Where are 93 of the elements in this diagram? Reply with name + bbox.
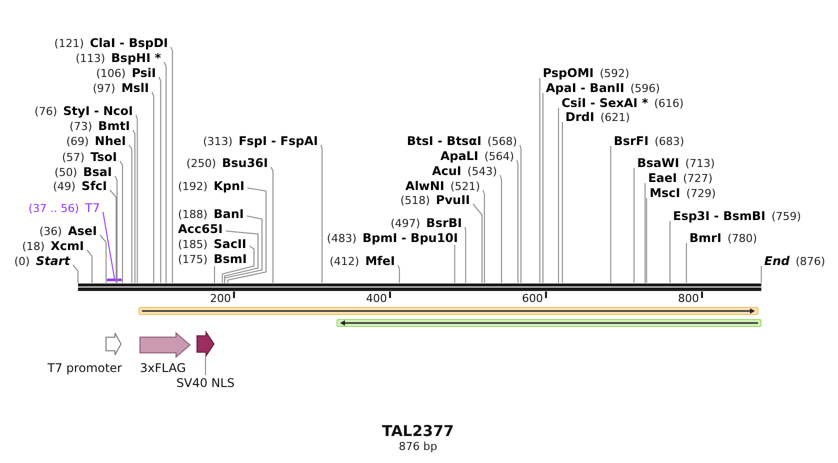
leader-line (270, 166, 274, 284)
leader-line (120, 160, 123, 284)
enzyme-label: ApaLI (564) (440, 148, 514, 162)
leader-line (224, 230, 258, 284)
enzyme-label: (73) BmtI (70, 118, 130, 132)
leader-line (170, 46, 173, 284)
feature-label: SV40 NLS (176, 376, 235, 390)
leader-line (539, 78, 540, 284)
enzyme-label: AlwNI (521) (405, 178, 480, 192)
leader-line (86, 250, 92, 284)
sequence-feature (336, 319, 762, 327)
leader-line (686, 242, 687, 284)
leader-line (646, 198, 648, 284)
leader-line (320, 144, 323, 284)
leader-line (136, 114, 138, 284)
enzyme-label: (518) PvuII (400, 192, 470, 206)
leader-line (398, 264, 400, 284)
leader-line (132, 130, 136, 284)
feature-label: 3xFLAG (140, 361, 186, 375)
leader-line (100, 234, 107, 284)
sequence-end-label: (0) Start (14, 253, 70, 267)
leader-line (102, 212, 115, 280)
map-title: TAL2377 (382, 423, 454, 440)
leader-line (482, 190, 485, 284)
leader-line (164, 62, 167, 284)
leader-line (562, 122, 563, 284)
enzyme-label: Acc65I (178, 221, 223, 235)
enzyme-label: (412) MfeI (330, 253, 395, 267)
tick-label: 600 (522, 292, 543, 305)
leader-line (454, 244, 456, 284)
enzyme-label: (57) TsoI (62, 149, 117, 163)
leader-line (128, 144, 132, 284)
leader-line (542, 92, 544, 284)
leader-line (644, 182, 646, 284)
enzyme-label: (106) PsiI (96, 65, 156, 79)
enzyme-label: CsiI - SexAI * (616) (562, 95, 684, 109)
enzyme-label: (113) BspHI * (76, 50, 161, 64)
sequence-feature (196, 330, 215, 358)
feature-label: T7 promoter (48, 361, 122, 375)
enzyme-label: (97) MslI (92, 80, 149, 94)
leader-line (634, 168, 635, 284)
leader-line (610, 146, 612, 284)
leader-line (464, 226, 466, 284)
leader-line (558, 108, 559, 284)
dna-backbone (78, 284, 762, 291)
enzyme-label: (250) Bsu36I (186, 155, 268, 169)
enzyme-label: (69) NheI (66, 133, 126, 147)
enzyme-label: (36) AseI (39, 223, 97, 237)
tick-label: 400 (366, 292, 387, 305)
feature-bar (106, 278, 122, 282)
leader-line (516, 160, 518, 284)
tick-label: 800 (678, 292, 699, 305)
enzyme-label: (313) FspI - FspAI (202, 133, 318, 147)
enzyme-label: (185) SacII (178, 236, 246, 250)
enzyme-label: (76) StyI - NcoI (34, 103, 133, 117)
enzyme-label: (18) XcmI (22, 238, 84, 252)
sequence-feature (138, 307, 758, 315)
enzyme-label: PspOMI (592) (542, 65, 630, 79)
enzyme-label: (49) SfcI (52, 178, 107, 192)
enzyme-label: ApaI - BanII (596) (546, 80, 660, 94)
enzyme-label: (50) BsaI (54, 164, 112, 178)
feature-label: (37 .. 56) T7 (28, 200, 100, 214)
leader-line (227, 188, 266, 284)
enzyme-label: MscI (729) (650, 185, 716, 199)
enzyme-label: EaeI (727) (648, 170, 713, 184)
leader-line (472, 204, 482, 284)
enzyme-label: BsrFI (683) (614, 133, 684, 147)
leader-line (114, 176, 118, 284)
enzyme-label: (497) BsrBI (390, 215, 462, 229)
leader-line (500, 174, 502, 284)
leader-line (158, 76, 162, 284)
enzyme-label: BtsI - BtsαI (568) (406, 133, 517, 147)
leader-line (222, 246, 254, 284)
tick-label: 200 (210, 292, 231, 305)
enzyme-label: BmrI (780) (689, 230, 758, 244)
sequence-end-label: End (876) (764, 253, 826, 267)
enzyme-label: Esp3I - BsmBI (759) (673, 208, 802, 222)
enzyme-label: (175) BsmI (178, 251, 247, 265)
leader-line (760, 266, 762, 284)
enzyme-label: (192) KpnI (178, 178, 244, 192)
leader-line (214, 266, 215, 284)
enzyme-label: (188) BanI (178, 206, 244, 220)
enzyme-label: DrdI (621) (565, 109, 630, 123)
enzyme-label: AcuI (543) (432, 163, 497, 177)
leader-line (520, 144, 522, 284)
enzyme-label: BsaWI (713) (637, 155, 715, 169)
sequence-length: 876 bp (398, 440, 438, 453)
enzyme-label: (483) BpmI - Bpu10I (326, 230, 458, 244)
leader-line (205, 356, 206, 376)
leader-line (72, 264, 78, 284)
enzyme-label: (121) ClaI - BspDI (54, 35, 168, 49)
leader-line (152, 92, 154, 284)
leader-line (110, 190, 117, 284)
